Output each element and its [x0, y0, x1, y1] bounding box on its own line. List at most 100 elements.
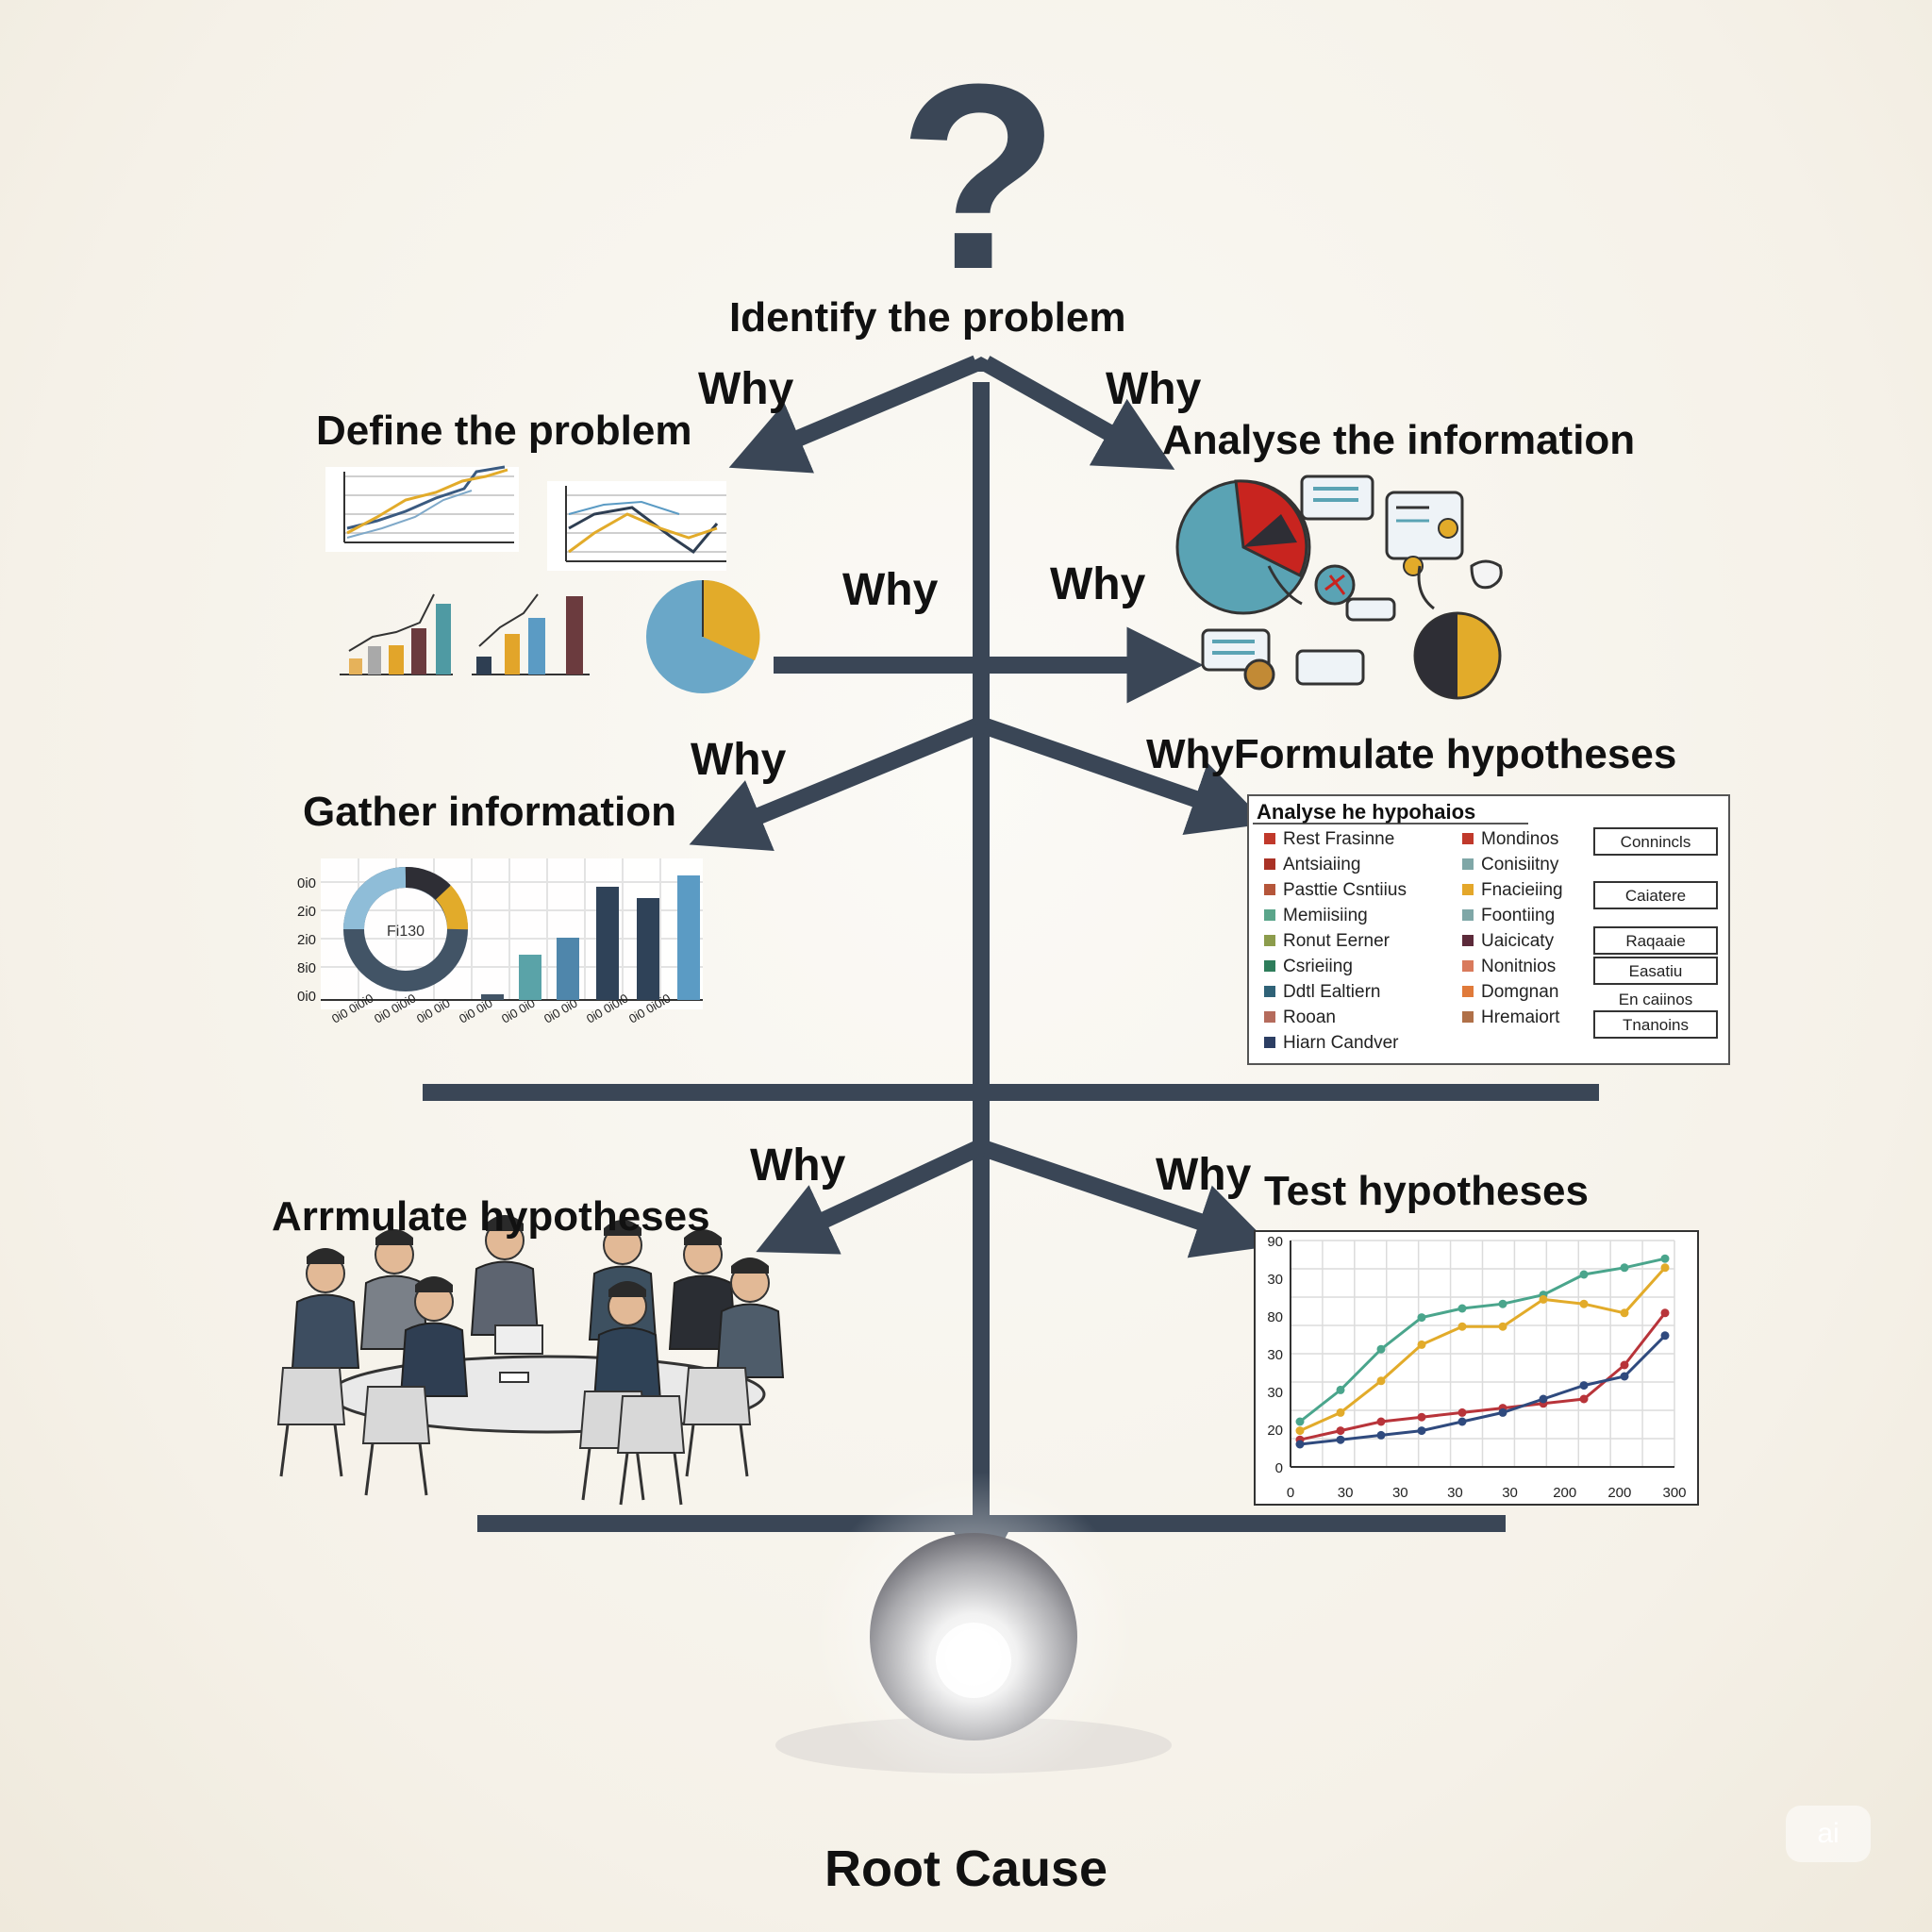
- legend-swatch: [1264, 935, 1275, 946]
- chair: [616, 1395, 686, 1454]
- hypothesis-item: Pasttie Csntiius: [1283, 880, 1407, 900]
- step-formulate-hypotheses: WhyFormulate hypotheses: [1146, 731, 1677, 777]
- legend-swatch: [1462, 909, 1474, 921]
- why-label-2: Why: [1106, 364, 1202, 414]
- series-point: [1620, 1308, 1629, 1318]
- series-point: [1579, 1381, 1589, 1391]
- branch-analyse: [981, 356, 1175, 470]
- hypothesis-item: Fnacieiing: [1481, 880, 1563, 900]
- hypothesis-item: Hremaiort: [1481, 1008, 1560, 1027]
- hypothesis-item: Ronut Eerner: [1283, 931, 1391, 951]
- gather-y-tick: 2i0: [297, 932, 316, 948]
- person-body: [399, 1322, 469, 1397]
- hypothesis-item: Csrieiing: [1283, 957, 1353, 976]
- chair-leg: [418, 1442, 428, 1496]
- test-y-tick: 20: [1267, 1423, 1283, 1439]
- hypothesis-button-label: Raqaaie: [1625, 932, 1685, 950]
- series-point: [1660, 1331, 1670, 1341]
- hypothesis-item: Uaicicaty: [1481, 931, 1555, 951]
- legend-swatch: [1264, 1011, 1275, 1023]
- series-point: [1539, 1294, 1548, 1304]
- gather-bar: [596, 887, 619, 1000]
- test-x-tick: 0: [1287, 1485, 1294, 1501]
- legend-swatch: [1462, 935, 1474, 946]
- legend-swatch: [1264, 960, 1275, 972]
- gather-bar: [481, 994, 504, 1000]
- series-point: [1620, 1263, 1629, 1273]
- person-body: [291, 1293, 360, 1369]
- series-point: [1457, 1407, 1467, 1417]
- person-body: [470, 1260, 540, 1336]
- hypothesis-button-box: [1593, 957, 1718, 985]
- legend-swatch: [1462, 884, 1474, 895]
- define-bar-chart-2: [472, 593, 590, 675]
- test-y-tick: 80: [1267, 1309, 1283, 1325]
- test-x-tick: 30: [1502, 1485, 1518, 1501]
- chair-leg: [739, 1424, 749, 1477]
- series-point: [1376, 1344, 1386, 1354]
- hypothesis-button-label: Tnanoins: [1623, 1016, 1689, 1034]
- hypothesis-item: Foontiing: [1481, 906, 1555, 925]
- chair: [276, 1367, 346, 1425]
- series-point: [1376, 1430, 1386, 1440]
- chair-leg: [673, 1452, 683, 1506]
- step-gather-information: Gather information: [303, 789, 677, 835]
- legend-swatch: [1462, 858, 1474, 870]
- chair-leg: [333, 1424, 343, 1477]
- series-point: [1336, 1426, 1345, 1436]
- series-point: [1539, 1394, 1548, 1404]
- analyse-info-graphic: [1175, 475, 1503, 700]
- branch-formulate: [983, 718, 1268, 836]
- branch-test: [983, 1141, 1273, 1258]
- legend-swatch: [1462, 986, 1474, 997]
- series-point: [1498, 1322, 1507, 1331]
- legend-swatch: [1264, 858, 1275, 870]
- person-hair: [684, 1229, 722, 1245]
- test-x-tick: 300: [1662, 1485, 1686, 1501]
- donut-center-label: Fi130: [387, 924, 425, 940]
- apex-cap: [953, 357, 1009, 372]
- gather-donut-chart: [343, 867, 468, 991]
- hypothesis-item: Rooan: [1283, 1008, 1336, 1027]
- series-point: [1417, 1412, 1426, 1422]
- hypothesis-item: Domgnan: [1481, 982, 1558, 1002]
- paper: [499, 1372, 529, 1383]
- person-body: [715, 1303, 785, 1378]
- legend-swatch: [1264, 909, 1275, 921]
- person-hair: [608, 1281, 646, 1297]
- hypothesis-button-label: Easatiu: [1629, 962, 1683, 980]
- hypothesis-item: Memiisiing: [1283, 906, 1368, 925]
- chair-leg: [635, 1447, 645, 1501]
- series-point: [1295, 1426, 1305, 1436]
- chair-leg: [619, 1452, 629, 1506]
- series-point: [1660, 1308, 1670, 1318]
- test-x-tick: 30: [1338, 1485, 1354, 1501]
- hypothesis-button-box: [1593, 827, 1718, 856]
- why-label-6: Why: [750, 1141, 846, 1191]
- person-body: [592, 1326, 662, 1402]
- branch-gather: [689, 718, 980, 852]
- chair: [682, 1367, 752, 1425]
- test-x-tick: 30: [1447, 1485, 1463, 1501]
- hypothesis-button-label: Connincls: [1621, 833, 1691, 851]
- series-point: [1295, 1440, 1305, 1449]
- person-hair: [731, 1257, 769, 1274]
- gather-y-tick: 8i0: [297, 960, 316, 976]
- gather-bar: [557, 938, 579, 1000]
- test-y-tick: 0: [1275, 1460, 1283, 1476]
- define-pie-chart: [646, 579, 760, 693]
- series-point: [1295, 1417, 1305, 1426]
- step-test-hypotheses: Test hypotheses: [1264, 1168, 1589, 1214]
- chair-leg: [279, 1424, 290, 1477]
- person-hair: [307, 1248, 344, 1264]
- gather-bar: [637, 898, 659, 1000]
- series-point: [1457, 1417, 1467, 1426]
- series-point: [1336, 1435, 1345, 1444]
- series-point: [1579, 1270, 1589, 1279]
- define-bar-chart-1: [340, 593, 453, 675]
- legend-swatch: [1462, 1011, 1474, 1023]
